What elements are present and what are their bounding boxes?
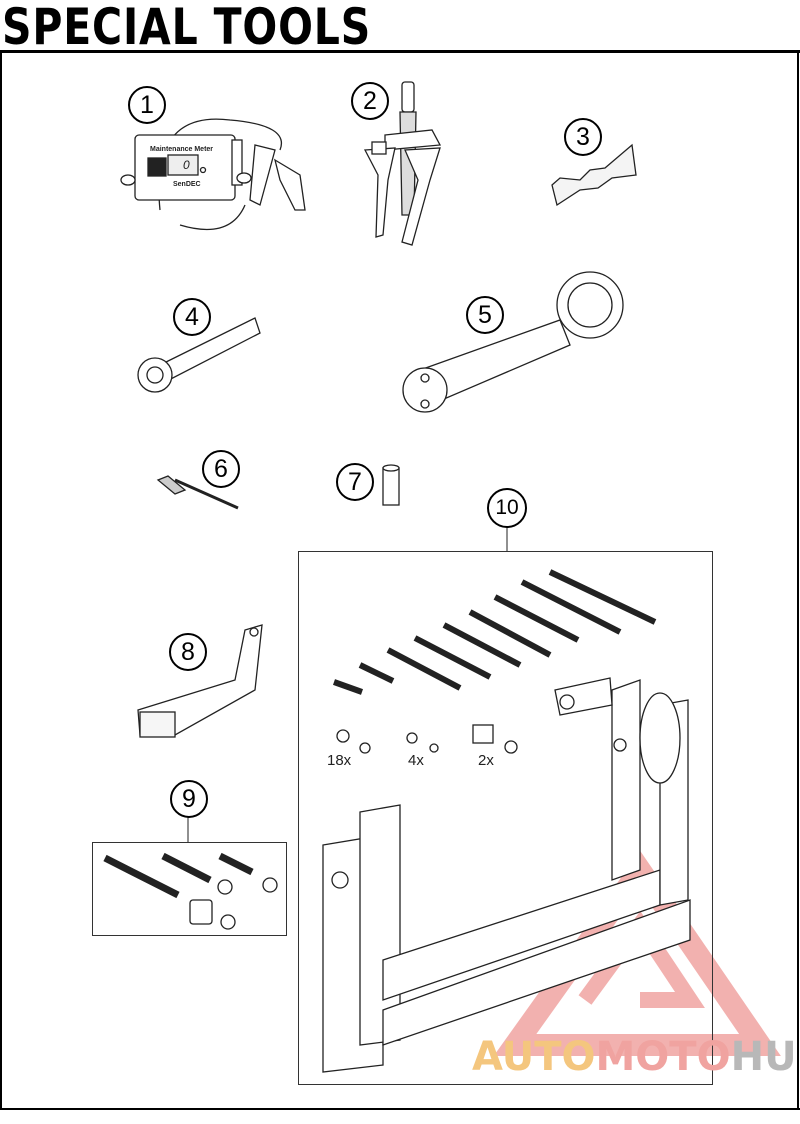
bolt-set-box: [92, 842, 287, 936]
callout-8: 8: [169, 633, 207, 671]
qty-small-nuts: 4x: [408, 752, 424, 769]
bolt-set-icon: [103, 852, 278, 930]
meter-label: Maintenance Meter: [150, 146, 214, 153]
maintenance-meter-icon: [120, 118, 306, 231]
qty-nuts: 18x: [327, 752, 352, 769]
watermark-part-1: AUTO: [472, 1034, 596, 1080]
pin-tool-icon: [156, 475, 239, 510]
bottom-rule: [0, 1108, 800, 1110]
callout-5: 5: [466, 296, 504, 334]
bracket-tool-icon: [137, 624, 263, 738]
sleeve-icon: [382, 464, 400, 506]
watermark-text: AUTOMOTOHUB: [472, 1035, 800, 1079]
engine-stand-icon: [322, 569, 691, 1073]
meter-brand: SenDEC: [173, 181, 201, 188]
qty-plates: 2x: [478, 752, 494, 769]
callout-3: 3: [564, 118, 602, 156]
gauge-plate-icon: [551, 143, 637, 207]
callout-9: 9: [170, 780, 208, 818]
watermark-part-2: MOTO: [595, 1034, 731, 1080]
meter-display: 0: [183, 158, 190, 172]
callout-10: 10: [487, 488, 527, 528]
puller-icon: [363, 81, 442, 246]
title-rule: [0, 50, 800, 53]
pin-wrench-icon: [402, 271, 624, 413]
callout-2: 2: [351, 82, 389, 120]
callout-7: 7: [336, 463, 374, 501]
stand-kit-box: [298, 551, 713, 1085]
callout-1: 1: [128, 86, 166, 124]
watermark-part-3: HUB: [730, 1034, 800, 1080]
page-frame: [0, 53, 799, 1110]
callout-4: 4: [173, 298, 211, 336]
holding-wrench-icon: [137, 317, 261, 393]
page-title: SPECIAL TOOLS: [2, 0, 372, 56]
callout-6: 6: [202, 450, 240, 488]
